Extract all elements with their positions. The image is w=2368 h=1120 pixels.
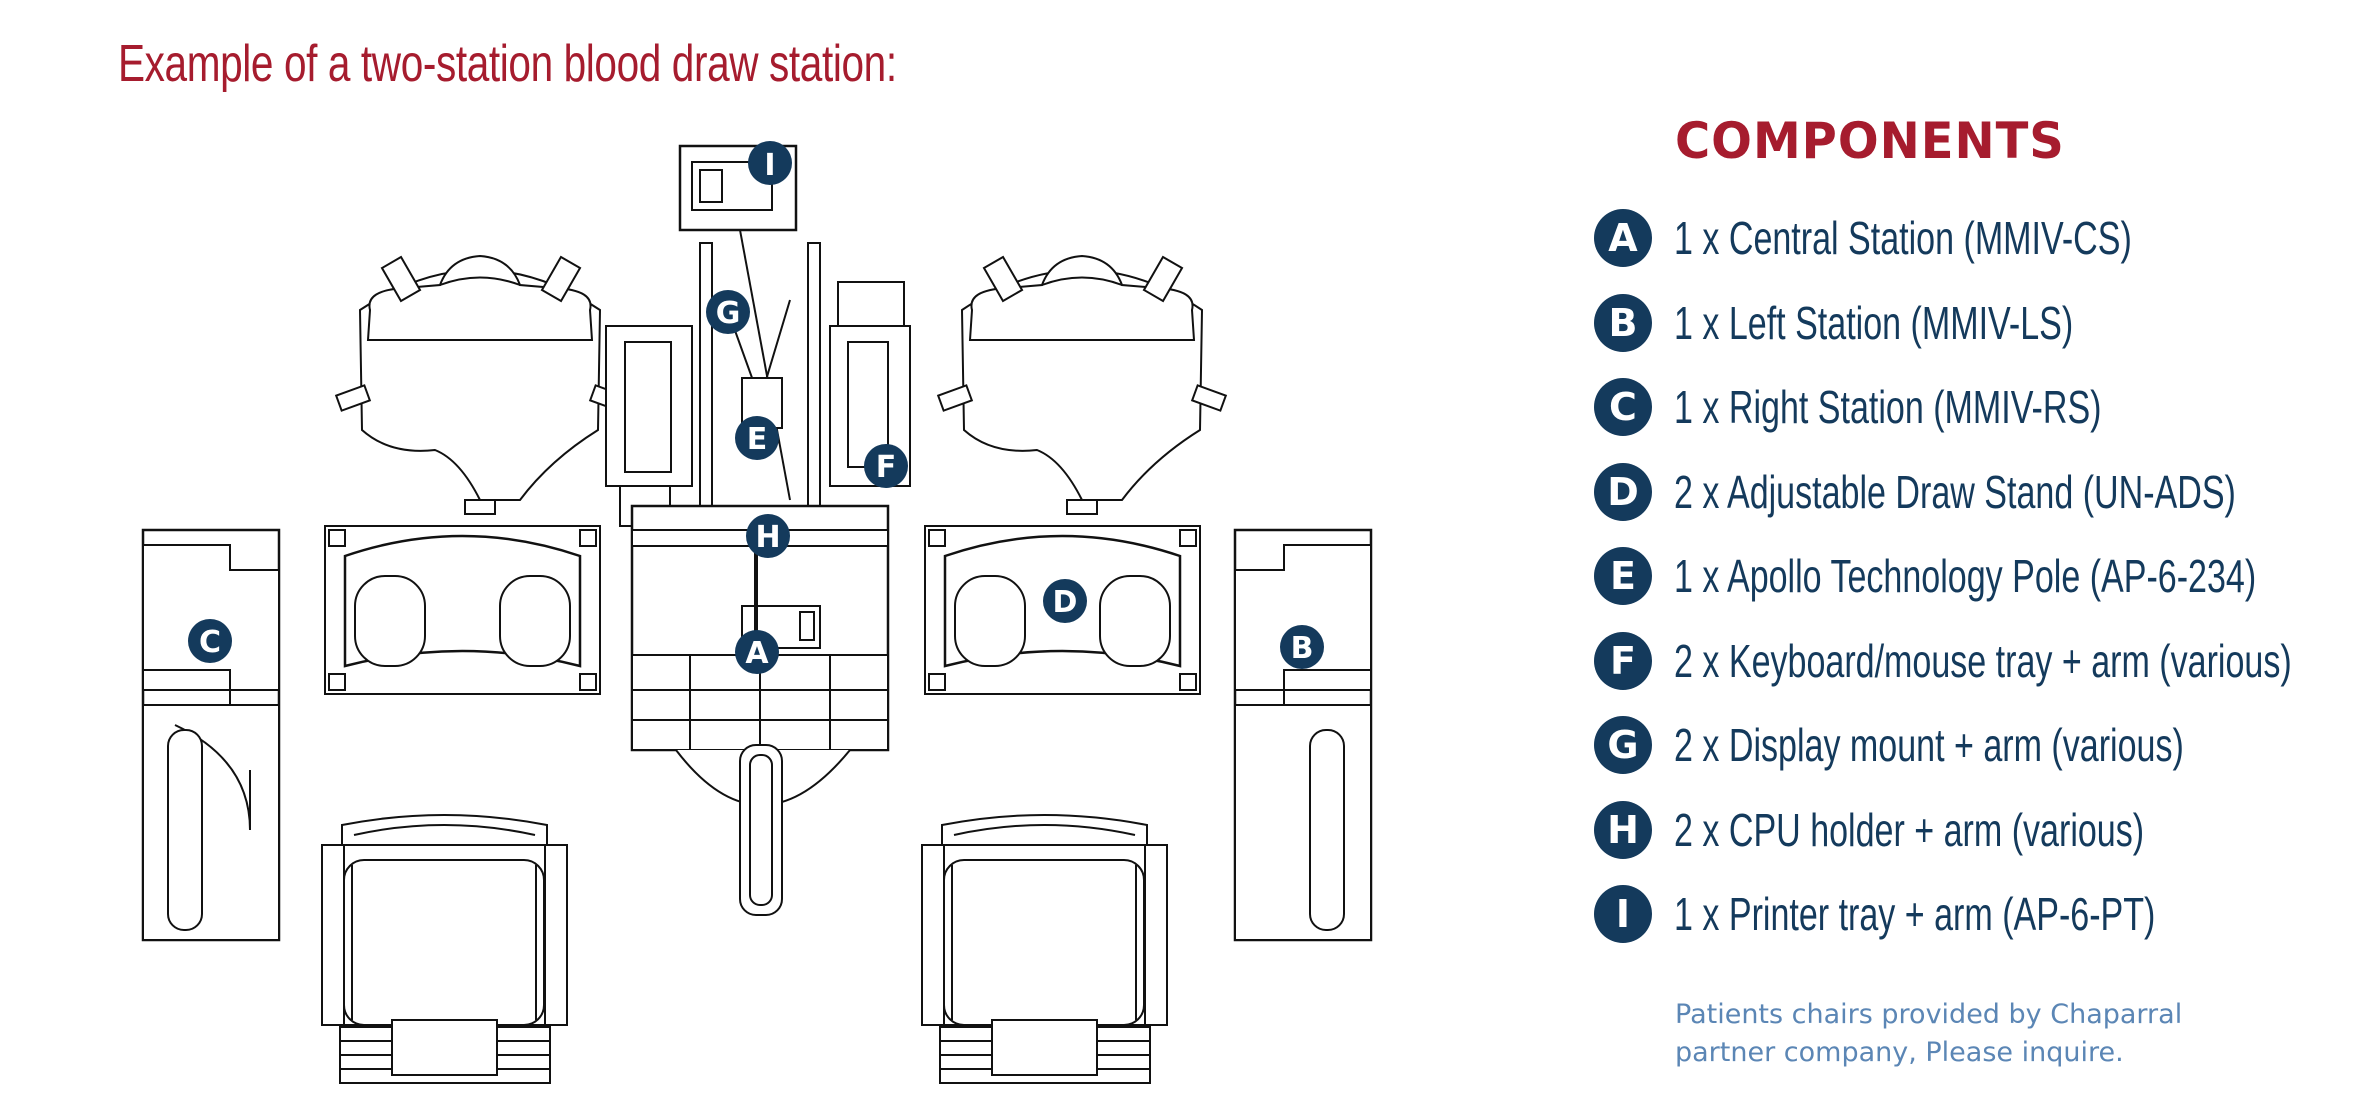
component-item: I 1 x Printer tray + arm (AP-6-PT) (1594, 872, 2368, 957)
component-item: F 2 x Keyboard/mouse tray + arm (various… (1594, 619, 2368, 704)
svg-text:H: H (755, 520, 780, 555)
svg-text:E: E (747, 422, 768, 457)
component-item: C 1 x Right Station (MMIV-RS) (1594, 365, 2368, 450)
svg-text:I: I (764, 148, 775, 183)
component-badge: H (1594, 800, 1652, 859)
components-heading: COMPONENTS (1675, 112, 2065, 170)
diagram-label-f: F (864, 444, 908, 488)
component-label: 2 x Adjustable Draw Stand (UN-ADS) (1674, 465, 2236, 518)
diagram-label-i: I (748, 141, 792, 185)
diagram-label-b: B (1280, 625, 1324, 669)
component-badge: G (1594, 716, 1652, 775)
component-badge: C (1594, 378, 1652, 437)
diagram-label-c: C (188, 619, 232, 663)
component-label: 1 x Right Station (MMIV-RS) (1674, 381, 2102, 434)
footnote-line: Patients chairs provided by Chaparral (1675, 999, 2183, 1030)
footnote: Patients chairs provided by Chaparral pa… (1675, 996, 2235, 1072)
svg-text:C: C (199, 625, 221, 660)
component-item: G 2 x Display mount + arm (various) (1594, 703, 2368, 788)
component-item: B 1 x Left Station (MMIV-LS) (1594, 281, 2368, 366)
right-station (141, 528, 281, 942)
left-station (1233, 528, 1373, 942)
component-badge: F (1594, 631, 1652, 690)
component-label: 1 x Apollo Technology Pole (AP-6-234) (1674, 550, 2257, 603)
component-label: 2 x Display mount + arm (various) (1674, 719, 2184, 772)
component-label: 1 x Left Station (MMIV-LS) (1674, 296, 2074, 349)
component-badge: I (1594, 885, 1652, 944)
component-label: 2 x Keyboard/mouse tray + arm (various) (1674, 634, 2292, 687)
svg-text:D: D (1053, 585, 1078, 620)
component-item: D 2 x Adjustable Draw Stand (UN-ADS) (1594, 450, 2368, 535)
component-item: H 2 x CPU holder + arm (various) (1594, 788, 2368, 873)
svg-text:G: G (716, 296, 741, 331)
diagram-label-d: D (1043, 579, 1087, 623)
diagram-label-e: E (735, 416, 779, 460)
component-badge: A (1594, 209, 1652, 268)
page-title: Example of a two-station blood draw stat… (118, 35, 897, 93)
svg-text:F: F (876, 450, 897, 485)
svg-text:A: A (745, 636, 769, 671)
components-list: A 1 x Central Station (MMIV-CS) B 1 x Le… (1594, 196, 2368, 957)
svg-text:B: B (1291, 631, 1314, 666)
component-label: 1 x Central Station (MMIV-CS) (1674, 212, 2132, 265)
component-item: E 1 x Apollo Technology Pole (AP-6-234) (1594, 534, 2368, 619)
floor-plan-diagram: I G E F H A D C B (141, 141, 1373, 1084)
component-badge: B (1594, 293, 1652, 352)
diagram-label-g: G (706, 290, 750, 334)
diagram-label-h: H (746, 514, 790, 558)
diagram-label-a: A (735, 630, 779, 674)
component-badge: D (1594, 462, 1652, 521)
central-station (630, 504, 890, 916)
component-item: A 1 x Central Station (MMIV-CS) (1594, 196, 2368, 281)
component-label: 1 x Printer tray + arm (AP-6-PT) (1674, 888, 2156, 941)
footnote-line: partner company, Please inquire. (1675, 1037, 2124, 1068)
component-badge: E (1594, 547, 1652, 606)
component-label: 2 x CPU holder + arm (various) (1674, 803, 2145, 856)
